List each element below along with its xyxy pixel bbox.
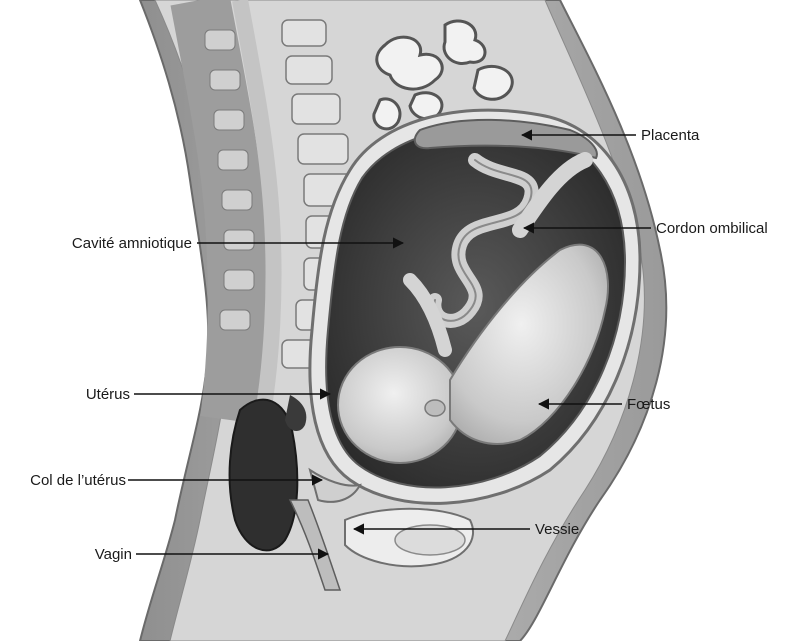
label-umbilical-cord: Cordon ombilical	[656, 220, 768, 237]
label-cervix: Col de l’utérus	[30, 472, 126, 489]
label-fetus: Fœtus	[627, 396, 670, 413]
bladder	[345, 509, 473, 567]
label-bladder: Vessie	[535, 521, 579, 538]
label-vagina: Vagin	[95, 546, 132, 563]
label-uterus: Utérus	[86, 386, 130, 403]
label-amniotic-cavity: Cavité amniotique	[72, 235, 192, 252]
label-placenta: Placenta	[641, 127, 700, 144]
